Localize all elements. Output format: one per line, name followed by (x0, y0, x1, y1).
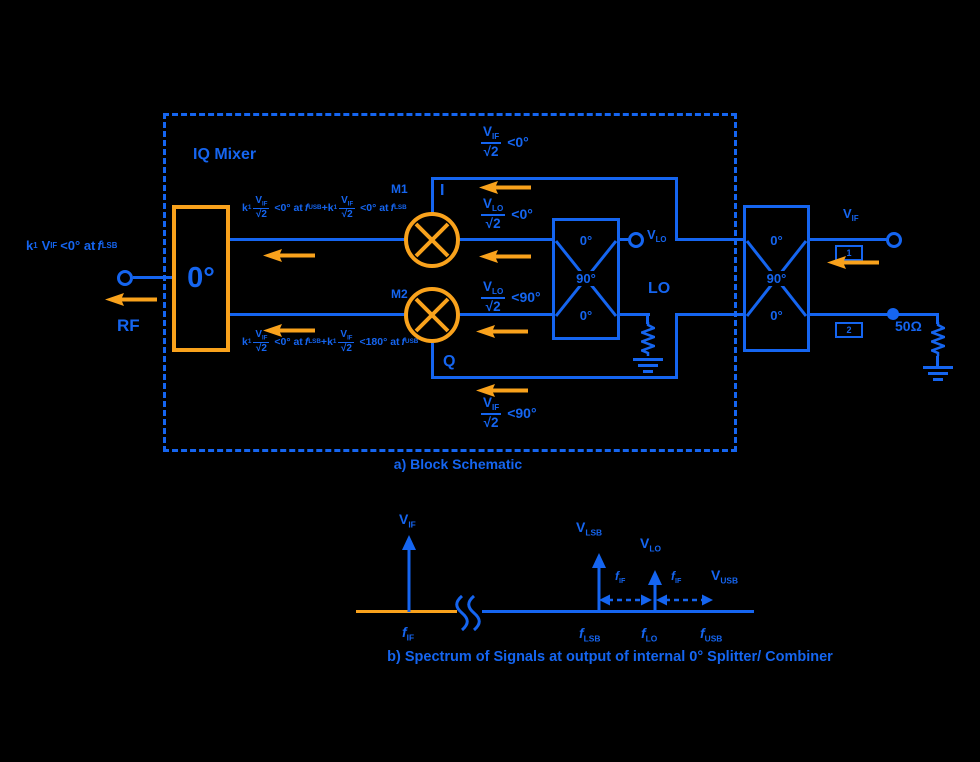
wire-lo-term-drop (646, 313, 649, 324)
wire-q-if-rise (675, 313, 678, 379)
wire-lo-port (620, 238, 630, 241)
q-if-arrow-left (476, 384, 528, 397)
rf-port-label: RF (117, 316, 140, 335)
termination-resistor (928, 322, 948, 356)
coef-k: k (26, 238, 34, 253)
lo-ground-bar1 (633, 358, 663, 361)
port1-numbox: 1 (835, 245, 863, 261)
lo-hybrid-bottom-phase: 0° (555, 308, 617, 323)
wire-q-if-drop (431, 343, 434, 379)
tick-flo-label: fLO (641, 625, 658, 644)
termination-label: 50Ω (895, 318, 922, 334)
if-port-label: VIF (843, 206, 859, 224)
if-hybrid-top-phase: 0° (746, 233, 807, 248)
i-if-arrow-left (479, 181, 531, 194)
lo-i-arrow-left (479, 250, 531, 263)
lo-ground-bar3 (643, 370, 653, 373)
i-line-arrow-left (263, 249, 315, 262)
if-port-circle (886, 232, 902, 248)
spacing1-label: fIF (615, 569, 626, 585)
wire-if-port2 (810, 313, 938, 316)
q-port-label: Q (443, 353, 456, 370)
lo-port-label: VLO (647, 227, 667, 245)
spike-vif (402, 535, 416, 612)
spacing-arrow-lsb-lo (599, 594, 652, 606)
wire-i-if-top (431, 177, 678, 180)
wire-i-if-rise (675, 177, 678, 240)
lo-ground-bar2 (638, 364, 658, 367)
wire-hybrid-bottomleft (675, 313, 744, 316)
tick-flsb-label: fLSB (579, 625, 601, 644)
wire-hybrid-topleft (675, 238, 744, 241)
mixer2-label: M2 (391, 287, 408, 301)
mixer1-symbol (404, 212, 460, 268)
combiner-phase-label: 0° (187, 262, 215, 294)
volt-v: V (41, 238, 51, 253)
port2-terminal-dot (887, 308, 899, 320)
rf-signal-arrow-left (105, 293, 157, 306)
spectrum-caption: b) Spectrum of Signals at output of inte… (387, 649, 833, 665)
spacing2-label: fIF (671, 569, 682, 585)
wire-q-line (229, 313, 406, 316)
if-hybrid-mid-phase: 90° (746, 271, 807, 286)
lo-hybrid-top-phase: 0° (555, 233, 617, 248)
mixer1-label: M1 (391, 182, 408, 196)
tick-fusb-label: fUSB (700, 625, 723, 644)
lo-q-arrow-left (476, 325, 528, 338)
wire-if-port1 (810, 238, 888, 241)
lo-label: LO (648, 280, 671, 297)
if-hybrid-block: 0° 90° 0° (743, 205, 810, 352)
spectrum-axis-if (356, 610, 457, 613)
port2-numbox: 2 (835, 322, 863, 338)
spike-vusb-label: VUSB (711, 567, 739, 586)
mixer2-symbol (404, 287, 460, 343)
spike-vif-label: VIF (399, 511, 416, 530)
i-port-label: I (440, 182, 445, 199)
if-q-signal-label: VIF√2 <90° (481, 395, 537, 431)
spike-vlsb (592, 553, 606, 612)
wire-m2-lo (458, 313, 553, 316)
tick-fif-label: fIF (402, 624, 415, 643)
lo-termination-resistor (638, 322, 658, 356)
lo-i-signal-label: VLO√2 <0° (481, 196, 533, 232)
schematic-caption: a) Block Schematic (393, 456, 523, 472)
if-input-arrow-left (827, 256, 879, 269)
term-ground-stub (936, 356, 939, 366)
lo-q-signal-label: VLO√2 <90° (481, 279, 541, 315)
q-line-arrow-left (263, 324, 315, 337)
rf-port-circle (117, 270, 133, 286)
wire-q-if-bottom (431, 376, 678, 379)
wire-i-if-drop (431, 177, 434, 213)
spike-vlsb-label: VLSB (576, 519, 603, 538)
term-ground-bar2 (928, 372, 948, 375)
if-hybrid-bottom-phase: 0° (746, 308, 807, 323)
term-ground-bar1 (923, 366, 953, 369)
axis-break-symbol (452, 594, 484, 632)
spike-vlo-label: VLO (640, 535, 661, 554)
spacing-arrow-lo-usb (656, 594, 713, 606)
spike-vlo (648, 570, 662, 612)
wire-term-drop (936, 313, 939, 324)
wire-rf (133, 276, 173, 279)
iq-mixer-dashed-box (163, 113, 737, 452)
combiner-0deg-block: 0° (172, 205, 230, 352)
lo-hybrid-block: 0° 90° 0° (552, 218, 620, 340)
lo-port-circle (628, 232, 644, 248)
term-ground-bar3 (933, 378, 943, 381)
wire-m1-lo (458, 238, 553, 241)
if-i-signal-label: VIF√2 <0° (481, 124, 529, 160)
iq-mixer-label: IQ Mixer (193, 146, 257, 163)
spectrum-axis-rf (482, 610, 754, 613)
wire-lo-term (620, 313, 650, 316)
wire-i-line (229, 238, 406, 241)
lo-hybrid-mid-phase: 90° (555, 271, 617, 286)
